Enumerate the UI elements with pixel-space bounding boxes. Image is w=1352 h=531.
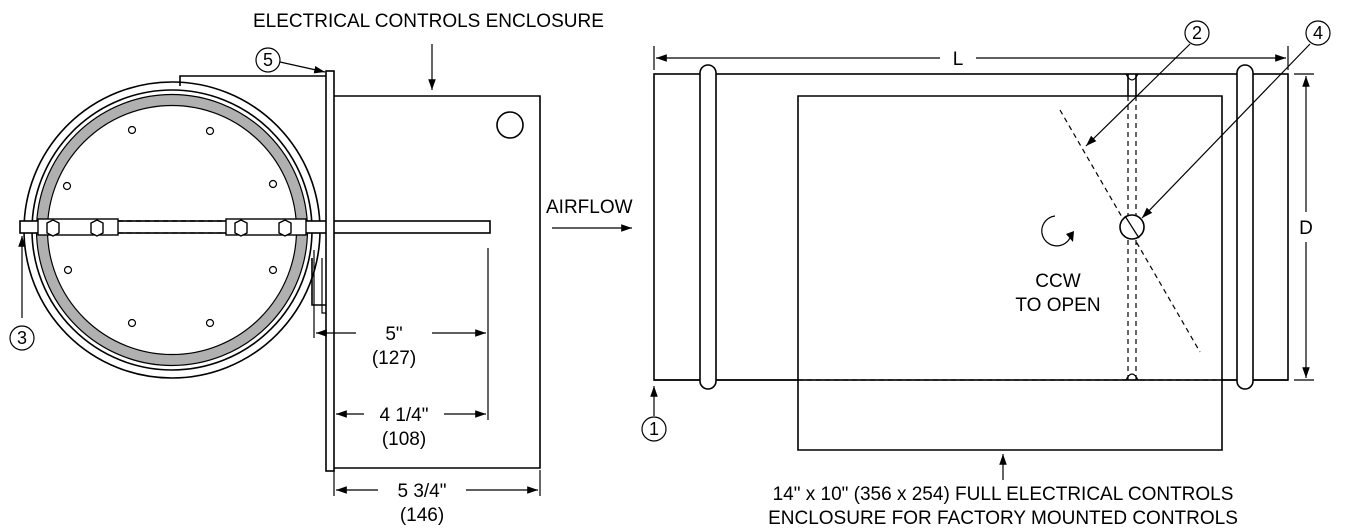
dim-5-in: 5": [385, 324, 402, 345]
end-view: [19, 70, 541, 496]
callout-4-label: 4: [1313, 23, 1323, 43]
enclosure-top-label: ELECTRICAL CONTROLS ENCLOSURE: [253, 11, 604, 32]
callout-3-label: 3: [17, 328, 27, 348]
full-enclosure-lower: [797, 380, 1223, 451]
mounting-plate: [325, 70, 335, 472]
callout-3-circle: [9, 325, 35, 351]
side-view: [653, 64, 1289, 451]
to-open-label: TO OPEN: [1015, 295, 1100, 316]
callout-5-circle: [255, 47, 281, 73]
dim-5-mm: (127): [372, 348, 416, 369]
dim-5-3-4-mm: (146): [400, 505, 444, 526]
rivet-holes: [62, 125, 278, 328]
dim-4-1-4-mm: (108): [382, 429, 426, 450]
callout-1-label: 1: [649, 419, 659, 439]
bolts: [46, 219, 292, 237]
controls-enclosure-box: [334, 95, 541, 469]
bottom-label-line1: 14" x 10" (356 x 254) FULL ELECTRICAL CO…: [773, 484, 1234, 505]
band-right: [1236, 64, 1254, 390]
dim-5-3-4-in: 5 3/4": [397, 481, 446, 502]
airflow-label: AIRFLOW: [546, 197, 633, 218]
length-label: L: [953, 49, 964, 70]
callout-1-circle: [641, 416, 667, 442]
full-enclosure-upper: [797, 95, 1223, 380]
ccw-label: CCW: [1035, 271, 1080, 292]
callout-5-label: 5: [263, 50, 273, 70]
dim-4-1-4-in: 4 1/4": [379, 405, 428, 426]
ccw-rotation-icon: [1041, 215, 1071, 247]
callout-2-label: 2: [1192, 23, 1202, 43]
diameter-label: D: [1299, 218, 1313, 239]
band-left: [699, 64, 717, 390]
callout-2-circle: [1184, 20, 1210, 46]
duct-body: [653, 73, 1289, 381]
enclosure-knockout: [496, 111, 524, 139]
bottom-label-line2: ENCLOSURE FOR FACTORY MOUNTED CONTROLS: [768, 508, 1238, 529]
lower-bracket: [311, 258, 330, 306]
callout-4-circle: [1305, 20, 1331, 46]
